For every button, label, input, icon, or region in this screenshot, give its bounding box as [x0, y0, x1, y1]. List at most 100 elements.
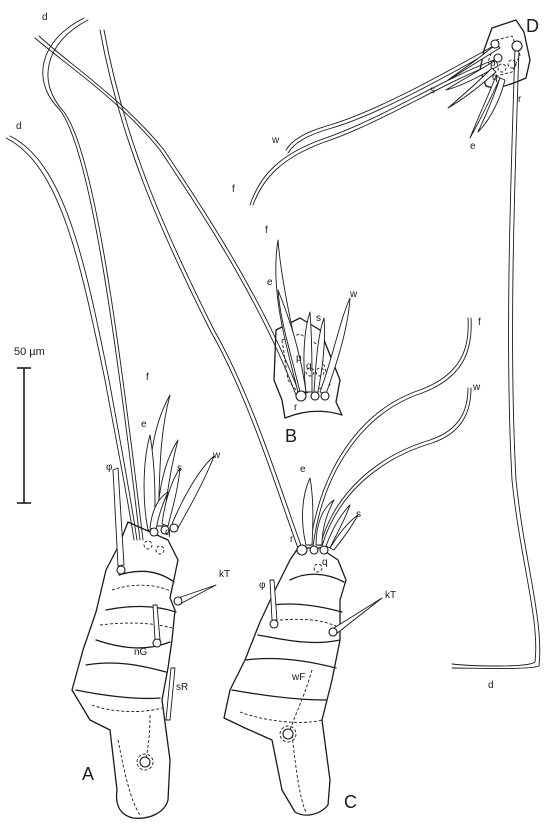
leg-c-joint-2 [271, 603, 343, 613]
seta-d-a-inner [9, 135, 138, 541]
seta-nG-a [152, 604, 161, 641]
leg-b-body [273, 317, 343, 419]
label-r-b: r [294, 402, 298, 413]
label-phi-c: φ [259, 580, 266, 591]
seta-f-d-2 [252, 62, 497, 206]
label-nG-a: nG [134, 647, 148, 658]
socket-tarsus-a-3 [169, 523, 179, 533]
leg-c-joint-3 [257, 634, 341, 644]
seta-d-a-outer [5, 137, 135, 541]
socket-kT-c [328, 627, 338, 637]
socket-b-5 [315, 367, 325, 377]
seta-f-c [309, 317, 469, 547]
label-phi-a: φ [106, 462, 113, 473]
socket-b-2 [310, 391, 320, 401]
leg-c-inner-3 [291, 734, 307, 813]
seta-kT-a [177, 584, 217, 605]
socket-d-1 [490, 39, 500, 49]
socket-nG-a [152, 638, 162, 648]
seta-claw-d [447, 67, 497, 109]
label-e-c: e [300, 464, 306, 475]
label-f-d: f [232, 184, 235, 195]
socket-tarsus-a-2 [160, 525, 170, 535]
seta-e2-d [477, 77, 506, 133]
socket-tarsus-a-1 [149, 527, 159, 537]
label-r-d: r [518, 94, 522, 105]
seta-w-d-1 [285, 43, 498, 151]
seta-s-d [445, 59, 499, 91]
label-sR-a: sR [176, 682, 188, 693]
leg-a-inner-1 [111, 584, 173, 593]
label-s-d: s [430, 85, 435, 96]
socket-c-wF [282, 728, 294, 740]
label-q-d: q [492, 72, 498, 83]
label-d-a-1: d [16, 121, 22, 132]
seta-s-c [325, 504, 351, 549]
seta-w-b [319, 297, 351, 395]
label-q-a: q [165, 527, 171, 538]
label-p-d: p [490, 58, 496, 69]
socket-kT-a [173, 596, 183, 606]
label-q-c: q [322, 557, 328, 568]
panel-c: e s f w r q φ kT wF C [99, 29, 481, 816]
leg-a-joint-2 [105, 605, 177, 613]
leg-b-inner [281, 333, 331, 396]
seta-s-a [161, 467, 181, 527]
seta-w-d-2 [287, 46, 500, 154]
leg-a-joint-1 [118, 570, 175, 583]
socket-phi-a [116, 565, 126, 575]
leg-a-joint-4 [85, 662, 167, 673]
seta-phi-c [269, 579, 278, 621]
seta-w-c [319, 387, 469, 547]
seta-claw-c [315, 499, 335, 546]
label-s-c: s [356, 509, 361, 520]
seta-f-d-1 [249, 59, 495, 206]
seta-d-d-2 [451, 47, 541, 669]
leg-c-inner-1 [279, 618, 341, 629]
socket-a-1-ring [136, 753, 154, 771]
label-f-c: f [478, 317, 481, 328]
leg-d-body [479, 19, 531, 89]
seta-claw-a [149, 491, 169, 531]
leg-a-inner-5 [144, 714, 151, 761]
label-w-c: w [472, 382, 481, 393]
panel-label-c: C [344, 792, 357, 812]
socket-c-1 [296, 544, 308, 556]
socket-c-3 [319, 545, 329, 555]
scale-bar-label: 50 µm [14, 346, 45, 358]
label-e-b: e [267, 277, 273, 288]
socket-b-1 [295, 390, 307, 402]
panel-label-d: D [526, 16, 539, 36]
seta-sR-a [165, 667, 176, 721]
socket-d-5 [507, 59, 517, 69]
socket-b-3 [320, 391, 330, 401]
leg-a-joint-3 [95, 639, 171, 649]
leg-c-joint-5 [231, 689, 327, 701]
socket-c-2 [309, 545, 319, 555]
seta-d2-a-inner [47, 19, 144, 541]
socket-phi-c [269, 619, 279, 629]
leg-a-inner-3 [91, 704, 163, 712]
seta-f-c-2 [312, 317, 472, 547]
leg-c-joint-4 [245, 657, 337, 669]
label-r-c: r [290, 534, 294, 545]
panel-b: f e w s p q r B [34, 35, 358, 446]
socket-c-wF-ring [279, 725, 297, 743]
label-f-b: f [265, 225, 268, 236]
seta-w-a [171, 455, 215, 529]
panel-label-a: A [82, 764, 94, 784]
label-s-a: s [177, 463, 182, 474]
label-w-d: w [271, 135, 280, 146]
scale-bar: 50 µm [14, 346, 45, 504]
seta-e-d [469, 75, 501, 139]
label-w-a: w [212, 450, 221, 461]
socket-c-4 [313, 563, 323, 573]
seta-claw-b [303, 311, 313, 393]
leg-c-inner-2 [239, 711, 323, 723]
leg-c-body [223, 547, 347, 816]
label-w-b: w [349, 289, 358, 300]
label-d-a-2: d [42, 12, 48, 23]
label-e-d: e [470, 141, 476, 152]
label-kT-a: kT [219, 569, 230, 580]
label-kT-c: kT [385, 590, 396, 601]
